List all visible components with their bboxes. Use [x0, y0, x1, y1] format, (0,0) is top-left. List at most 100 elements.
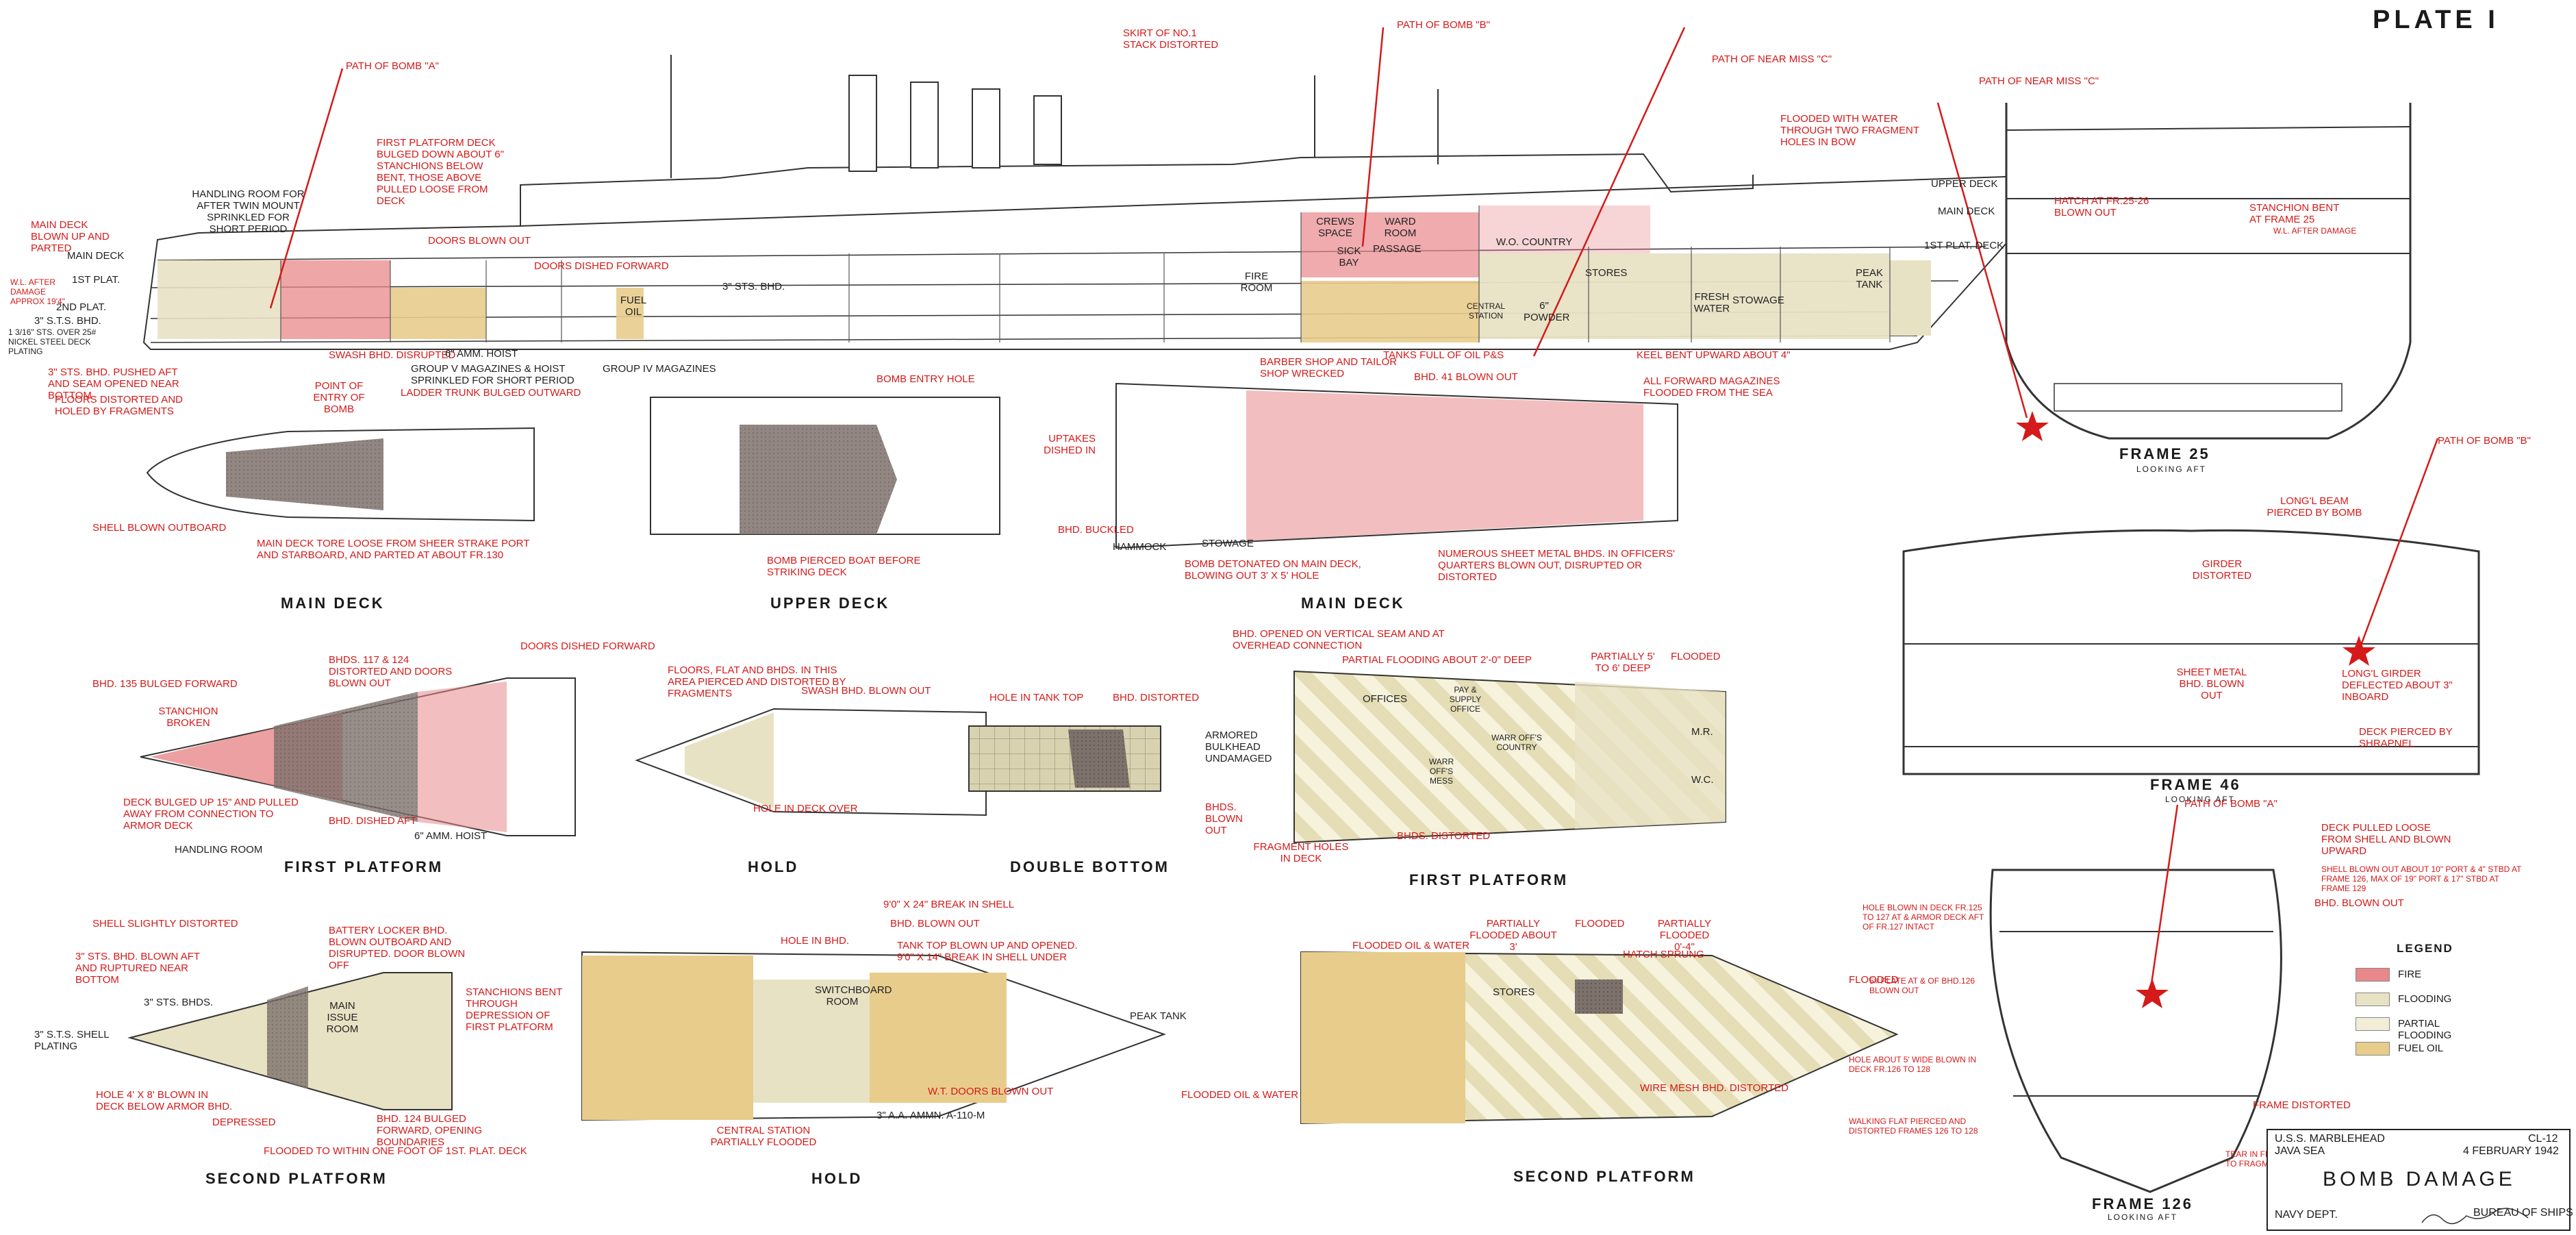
- label-sts-bhd2: 3" S.T.S. BHD.: [34, 315, 101, 327]
- frame-label-frame-distorted: FRAME DISTORTED: [2253, 1099, 2351, 1111]
- explosion-marks: [2016, 411, 2375, 1008]
- label-flooded-within: FLOODED TO WITHIN ONE FOOT OF 1ST. PLAT.…: [264, 1145, 527, 1157]
- label-first-plat-deck: FIRST PLATFORM DECK BULGED DOWN ABOUT 6"…: [377, 137, 504, 207]
- label-partially-3: PARTIALLY FLOODED ABOUT 3': [1469, 918, 1557, 953]
- label-stowage-plan: STOWAGE: [1202, 538, 1254, 549]
- label-stores-plan: STORES: [1493, 986, 1535, 998]
- label-armored: ARMORED BULKHEAD UNDAMAGED: [1205, 729, 1272, 764]
- tb-title: BOMB DAMAGE: [2323, 1168, 2516, 1190]
- label-fragment-holes: FRAGMENT HOLES IN DECK: [1253, 841, 1349, 864]
- title-block: U.S.S. MARBLEHEAD CL-12 JAVA SEA 4 FEBRU…: [2266, 1129, 2573, 1231]
- label-flooded-oil2: FLOODED OIL & WATER: [1181, 1089, 1299, 1101]
- view-title-second-platform-center: SECOND PLATFORM: [1513, 1168, 1695, 1185]
- label-wire-mesh: WIRE MESH BHD. DISTORTED: [1640, 1082, 1789, 1094]
- label-near-miss-c2: PATH OF NEAR MISS "C": [1979, 75, 2099, 87]
- label-break-shell: 9'0" X 24" BREAK IN SHELL: [883, 899, 1015, 910]
- view-title-hold-bottom: HOLD: [811, 1170, 863, 1187]
- label-stanchions-bent: STANCHIONS BENT THROUGH DEPRESSION OF FI…: [466, 986, 563, 1033]
- label-handling-room: HANDLING ROOM FOR AFTER TWIN MOUNT SPRIN…: [192, 188, 305, 235]
- legend-swatch: [2356, 993, 2390, 1006]
- label-point-entry: POINT OF ENTRY OF BOMB: [313, 380, 365, 415]
- label-group-iv: GROUP IV MAGAZINES: [603, 363, 716, 375]
- label-partially: PARTIALLY 5' TO 6' DEEP: [1591, 651, 1655, 674]
- label-shell-blown: SHELL BLOWN OUTBOARD: [92, 522, 227, 534]
- tb-dept: NAVY DEPT.: [2275, 1209, 2338, 1221]
- label-bhds-distorted: BHDS. DISTORTED: [1397, 830, 1491, 842]
- label-wl-after: W.L. AFTER DAMAGE APPROX 19'4": [10, 277, 65, 306]
- frame-label-main-deck: MAIN DECK: [1938, 205, 1995, 217]
- label-sts-pushed: 3" STS. BHD. PUSHED AFT AND SEAM OPENED …: [48, 366, 179, 401]
- label-bhd-blown: BHD. BLOWN OUT: [890, 918, 980, 930]
- label-group-v: GROUP V MAGAZINES & HOIST SPRINKLED FOR …: [411, 363, 574, 386]
- legend-label: FUEL OIL: [2398, 1043, 2444, 1054]
- view-title-double-bottom: DOUBLE BOTTOM: [1010, 858, 1170, 875]
- frame-label-bomb-a: PATH OF BOMB "A": [2184, 798, 2277, 810]
- label-keel-bent: KEEL BENT UPWARD ABOUT 4": [1637, 349, 1791, 361]
- label-powder: 6" POWDER: [1524, 300, 1570, 323]
- label-hole-bhd: HOLE IN BHD.: [781, 935, 850, 947]
- label-barber: BARBER SHOP AND TAILOR SHOP WRECKED: [1260, 356, 1398, 379]
- tb-ship: U.S.S. MARBLEHEAD: [2275, 1133, 2385, 1145]
- label-central-station: CENTRAL STATION: [1466, 301, 1505, 321]
- label-sts-shell: 3" S.T.S. SHELL PLATING: [34, 1029, 109, 1052]
- label-sick-bay: SICK BAY: [1337, 245, 1361, 269]
- label-flooded-bow: FLOODED WITH WATER THROUGH TWO FRAGMENT …: [1780, 113, 1919, 148]
- tb-hull: CL-12: [2528, 1133, 2558, 1145]
- label-warr-country: WARR OFF'S COUNTRY: [1491, 733, 1542, 752]
- label-fresh-water: FRESH WATER: [1693, 291, 1730, 314]
- frame-label-girder: GIRDER DISTORTED: [2192, 558, 2252, 582]
- label-floors-flat: FLOORS, FLAT AND BHDS. IN THIS AREA PIER…: [668, 664, 846, 699]
- label-bhds-blown: BHDS. BLOWN OUT: [1205, 801, 1243, 836]
- label-central-flooded: CENTRAL STATION PARTIALLY FLOODED: [710, 1125, 817, 1148]
- label-floors: FLOORS DISTORTED AND HOLED BY FRAGMENTS: [55, 394, 183, 417]
- label-numerous: NUMEROUS SHEET METAL BHDS. IN OFFICERS' …: [1438, 548, 1675, 583]
- label-main-deck: MAIN DECK: [67, 250, 125, 262]
- label-shell-slight: SHELL SLIGHTLY DISTORTED: [92, 918, 238, 930]
- frame-25-sub: LOOKING AFT: [2136, 464, 2207, 474]
- label-bhd-dished: BHD. DISHED AFT: [329, 815, 417, 827]
- label-warr-mess: WARR OFF'S MESS: [1428, 757, 1454, 786]
- legend-label: FIRE: [2398, 969, 2422, 980]
- label-main-deck-blown: MAIN DECK BLOWN UP AND PARTED: [31, 219, 110, 254]
- label-bhd-opened: BHD. OPENED ON VERTICAL SEAM AND AT OVER…: [1233, 628, 1445, 651]
- label-stowage: STOWAGE: [1732, 295, 1784, 306]
- frame-label-1st-plat: 1ST PLAT. DECK: [1924, 240, 2004, 251]
- label-tanks-full: TANKS FULL OF OIL P&S: [1383, 349, 1504, 361]
- label-uptakes: UPTAKES DISHED IN: [1044, 433, 1096, 456]
- legend-swatch: [2356, 1017, 2390, 1031]
- frame-label-stanchion: STANCHION BENT AT FRAME 25: [2249, 202, 2340, 225]
- frame-label-deck-pulled: DECK PULLED LOOSE FROM SHELL AND BLOWN U…: [2321, 822, 2451, 857]
- view-title-first-platform-left: FIRST PLATFORM: [284, 858, 444, 875]
- frame-label-bomb-b: PATH OF BOMB "B": [2438, 435, 2531, 447]
- label-bhds117: BHDS. 117 & 124 DISTORTED AND DOORS BLOW…: [329, 654, 453, 689]
- view-title-upper-deck: UPPER DECK: [770, 595, 890, 612]
- label-stores: STORES: [1585, 267, 1628, 279]
- frame-label-deck-pierced: DECK PIERCED BY SHRAPNEL: [2359, 726, 2453, 749]
- legend-label: FLOODING: [2398, 993, 2452, 1005]
- label-amm-hoist: 6" AMM. HOIST: [445, 348, 518, 360]
- frame-46-title: FRAME 46: [2150, 776, 2241, 793]
- label-fuel-oil: FUEL OIL: [620, 295, 647, 318]
- label-second-plat: 2ND PLAT.: [56, 301, 107, 313]
- frame-label-wl-after: W.L. AFTER DAMAGE: [2273, 226, 2357, 236]
- frame-126-title: FRAME 126: [2092, 1195, 2194, 1212]
- label-skirt: SKIRT OF NO.1 STACK DISTORTED: [1123, 27, 1219, 51]
- label-pay-supply: PAY & SUPPLY OFFICE: [1449, 685, 1482, 714]
- label-sts-blown: 3" STS. BHD. BLOWN AFT AND RUPTURED NEAR…: [75, 951, 200, 986]
- label-handling-room-plan: HANDLING ROOM: [175, 844, 263, 856]
- label-main-issue: MAIN ISSUE ROOM: [326, 1000, 359, 1035]
- label-fire-room: FIRE ROOM: [1240, 271, 1273, 294]
- frame-126-sub: LOOKING AFT: [2108, 1212, 2178, 1222]
- view-title-hold-top: HOLD: [748, 858, 799, 875]
- tb-date: 4 FEBRUARY 1942: [2463, 1145, 2559, 1157]
- label-mr: M.R.: [1691, 726, 1713, 738]
- label-ladder-trunk: LADDER TRUNK BULGED OUTWARD: [401, 387, 581, 399]
- label-main-deck-tore: MAIN DECK TORE LOOSE FROM SHEER STRAKE P…: [257, 538, 530, 561]
- frame-label-upper-deck: UPPER DECK: [1931, 178, 1998, 190]
- label-aa-amm: 3" A.A. AMMN. A-110-M: [876, 1110, 985, 1121]
- label-bomb-entry: BOMB ENTRY HOLE: [876, 373, 975, 385]
- label-peak-tank: PEAK TANK: [1855, 267, 1884, 290]
- view-title-second-platform-left: SECOND PLATFORM: [205, 1170, 388, 1187]
- tb-place: JAVA SEA: [2275, 1145, 2325, 1157]
